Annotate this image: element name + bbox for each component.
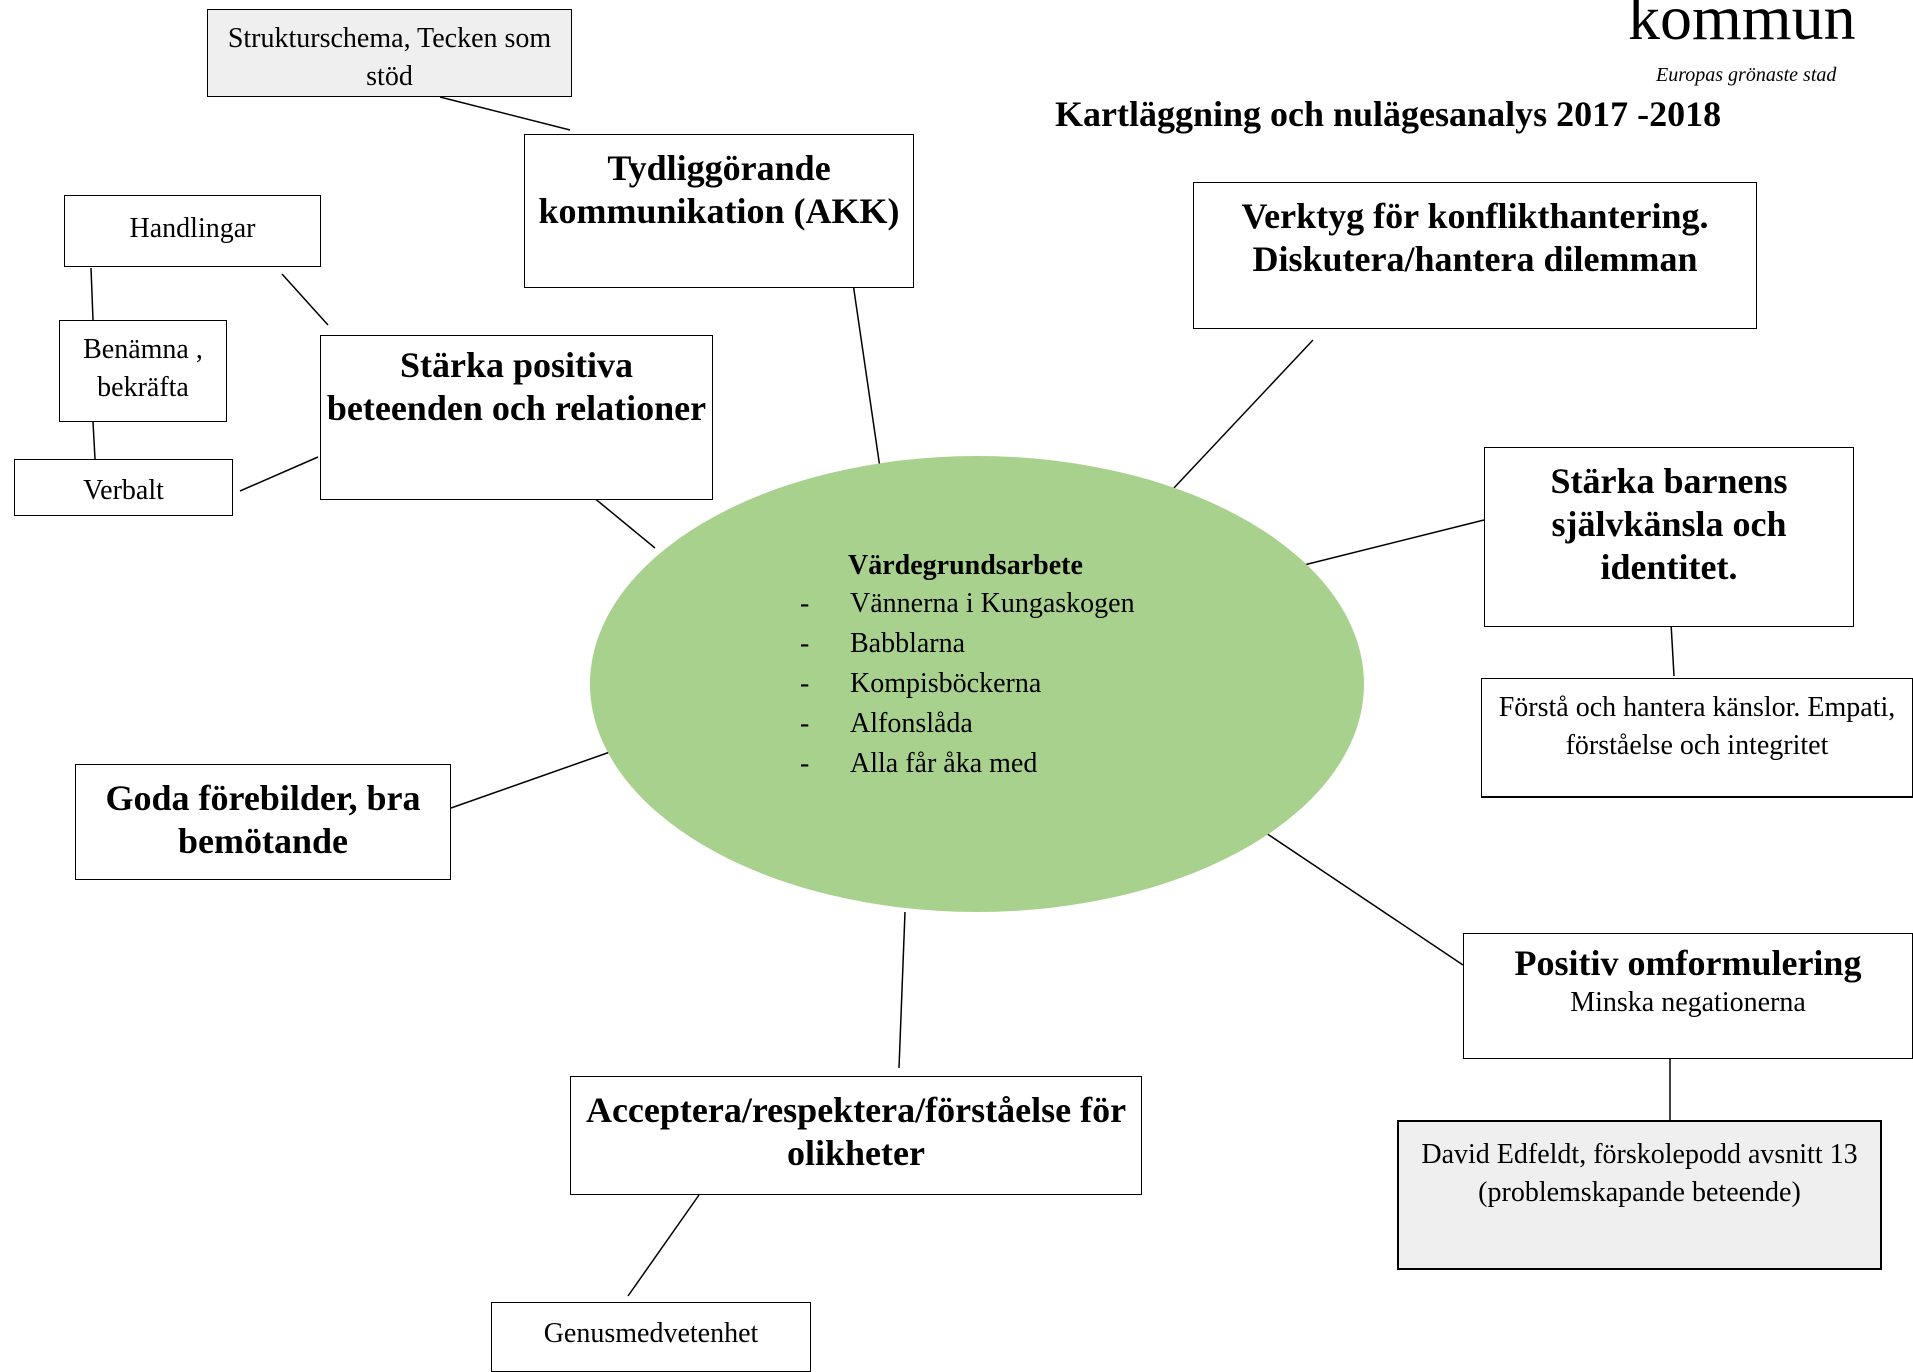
line-starka-center	[592, 496, 656, 549]
logo-wordmark: kommun	[1628, 0, 1856, 53]
node-verktyg-konflikthantering: Verktyg för konflikthantering. Diskutera…	[1193, 182, 1757, 329]
node-benamna-bekrafta: Benämna , bekräfta	[59, 320, 227, 422]
center-content: Värdegrundsarbete -Vännerna i Kungaskoge…	[800, 548, 1260, 784]
center-list-item: -Babblarna	[800, 624, 1260, 664]
bullet-dash: -	[800, 588, 810, 619]
line-barnens-center	[1299, 519, 1485, 567]
line-benamna-verbalt	[92, 421, 96, 460]
logo-tagline: Europas grönaste stad	[1656, 64, 1837, 86]
node-verbalt: Verbalt	[14, 459, 233, 516]
line-center-positiv	[1265, 832, 1464, 966]
line-center-acceptera	[898, 911, 906, 1069]
bullet-dash: -	[800, 748, 810, 779]
node-tydliggorande-kommunikation: Tydliggörande kommunikation (AKK)	[524, 134, 914, 288]
line-acceptera-genus	[627, 1194, 700, 1297]
line-barnens-forsta	[1670, 622, 1675, 677]
positiv-title: Positiv omformulering	[1514, 943, 1862, 983]
center-list-item: -Alfonslåda	[800, 704, 1260, 744]
page-title: Kartläggning och nulägesanalys 2017 -201…	[1055, 94, 1722, 134]
line-verbalt-starka	[239, 456, 319, 492]
center-title: Värdegrundsarbete	[848, 550, 1083, 581]
node-positiv-omformulering: Positiv omformulering Minska negationern…	[1463, 933, 1913, 1059]
center-list-item: -Kompisböckerna	[800, 664, 1260, 704]
node-goda-forebilder: Goda förebilder, bra bemötande	[75, 764, 451, 880]
node-strukturschema: Strukturschema, Tecken som stöd	[207, 9, 572, 97]
node-forsta-hantera-kanslor: Förstå och hantera känslor. Empati, förs…	[1481, 678, 1913, 798]
node-acceptera-respektera: Acceptera/respektera/förståelse för olik…	[570, 1076, 1142, 1195]
line-akk-center	[848, 255, 881, 469]
line-strukturschema-akk	[439, 96, 571, 131]
node-david-edfeldt: David Edfeldt, förskolepodd avsnitt 13 (…	[1397, 1120, 1882, 1270]
node-handlingar: Handlingar	[64, 195, 321, 267]
positiv-subtitle: Minska negationerna	[1570, 987, 1806, 1018]
line-goda-center	[450, 751, 611, 809]
center-ellipse	[590, 456, 1364, 912]
line-handlingar-starka	[281, 273, 329, 326]
bullet-dash: -	[800, 708, 810, 739]
node-starka-barnens-sjalvkansla: Stärka barnens självkänsla och identitet…	[1484, 447, 1854, 627]
node-genusmedvetenhet: Genusmedvetenhet	[491, 1302, 811, 1372]
line-verktyg-center	[1171, 339, 1314, 491]
bullet-dash: -	[800, 628, 810, 659]
line-handlingar-benamna	[90, 267, 94, 321]
center-list-item: -Vännerna i Kungaskogen	[800, 584, 1260, 624]
center-list-item: -Alla får åka med	[800, 744, 1260, 784]
bullet-dash: -	[800, 668, 810, 699]
node-starka-positiva-beteenden: Stärka positiva beteenden och relationer	[320, 335, 713, 500]
